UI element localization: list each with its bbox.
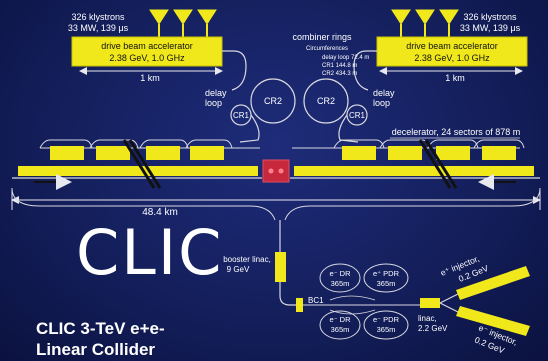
bc1-magnet	[296, 298, 303, 312]
left-delay-loop-label-1: delay	[205, 88, 227, 98]
total-length-label: 48.4 km	[142, 207, 178, 218]
decelerator-module	[482, 146, 516, 160]
left-accelerator-name: drive beam accelerator	[101, 41, 193, 51]
booster-label-1: booster linac,	[223, 255, 271, 264]
left-cr1-label: CR1	[233, 111, 250, 120]
e-minus-dr-lower-label: e⁻ DR	[329, 315, 351, 324]
combiner-line-2: CR1 144.8 m	[322, 63, 357, 69]
decelerator-module	[50, 146, 84, 160]
klystron-icon	[197, 9, 217, 25]
e-minus-dr-lower-ring	[319, 310, 361, 340]
decelerator-module	[342, 146, 376, 160]
klystron-icon	[173, 9, 193, 25]
e-plus-injector	[456, 266, 530, 300]
clic-logo-text: CLIC	[76, 216, 224, 289]
left-drive-beam-complex: 326 klystrons 33 MW, 139 μs drive beam a…	[68, 9, 296, 143]
right-klystron-count: 326 klystrons	[463, 12, 517, 22]
e-minus-injector	[456, 306, 530, 336]
right-delay-loop-label-2: loop	[373, 98, 390, 108]
e-minus-pdr-length: 365m	[377, 325, 396, 334]
booster-label-2: 9 GeV	[227, 265, 250, 274]
combiner-line-3: CR2 434.3 m	[322, 71, 357, 77]
e-minus-dr-label: e⁻ DR	[329, 269, 351, 278]
left-klystron-count: 326 klystrons	[71, 12, 125, 22]
decelerator-module	[146, 146, 180, 160]
decelerator-module	[96, 146, 130, 160]
left-transfer-line	[222, 50, 247, 91]
left-delay-loop-label-2: loop	[205, 98, 222, 108]
e-plus-pdr-length: 365m	[377, 279, 396, 288]
left-klystron-power: 33 MW, 139 μs	[68, 23, 129, 33]
right-drive-beam-accelerator	[376, 36, 528, 67]
right-transfer-line	[353, 50, 377, 91]
caption-line-2: Linear Collider	[36, 340, 156, 359]
decelerator-module	[436, 146, 470, 160]
caption-line-1: CLIC 3-TeV e+e-	[36, 319, 165, 338]
e-plus-pdr-ring	[363, 263, 409, 293]
bc1-label: BC1	[308, 296, 324, 305]
left-decelerator-modules	[18, 139, 258, 190]
left-length-label: 1 km	[140, 73, 160, 83]
left-cr2-label: CR2	[264, 96, 282, 106]
left-cr2-ring	[250, 78, 296, 124]
right-drive-beam-complex: 326 klystrons 33 MW, 139 μs drive beam a…	[303, 9, 528, 143]
linac-label-1: linac,	[418, 314, 437, 323]
right-length-label: 1 km	[445, 73, 465, 83]
klystron-icon	[415, 9, 435, 25]
combiner-title: combiner rings	[292, 32, 352, 42]
e-minus-dr-length: 365m	[331, 279, 350, 288]
e-minus-pdr-label: e⁻ PDR	[373, 315, 400, 324]
e-plus-pdr-label: e⁺ PDR	[373, 269, 400, 278]
booster-linac	[275, 252, 286, 282]
decelerator-module	[190, 146, 224, 160]
right-cr1-label: CR1	[349, 111, 366, 120]
linac-2gev	[420, 298, 440, 308]
combiner-subtitle: Circumferences	[306, 46, 348, 52]
interaction-point	[262, 159, 290, 183]
combiner-line-1: delay loop 72.4 m	[322, 55, 369, 61]
left-accelerator-energy: 2.38 GeV, 1.0 GHz	[109, 53, 185, 63]
combiner-rings-legend: combiner rings Circumferences delay loop…	[292, 32, 369, 77]
right-cr2-ring	[303, 78, 349, 124]
decelerator-module	[388, 146, 422, 160]
e-minus-dr-lower-length: 365m	[331, 325, 350, 334]
right-decelerator-modules	[294, 139, 534, 190]
e-minus-dr-ring	[319, 263, 361, 293]
right-accelerator-energy: 2.38 GeV, 1.0 GHz	[414, 53, 490, 63]
linac-label-2: 2.2 GeV	[418, 324, 448, 333]
klystron-icon	[149, 9, 169, 25]
main-linac: decelerator, 24 sectors of 878 m	[12, 127, 540, 190]
decelerator-label: decelerator, 24 sectors of 878 m	[392, 127, 521, 137]
left-drive-beam-accelerator	[71, 36, 223, 67]
e-minus-pdr-ring	[363, 310, 409, 340]
right-klystron-icons	[391, 9, 459, 37]
left-klystron-icons	[149, 9, 217, 37]
right-cr2-label: CR2	[317, 96, 335, 106]
klystron-icon	[391, 9, 411, 25]
klystron-icon	[439, 9, 459, 25]
figure-caption: CLIC 3-TeV e+e- Linear Collider	[36, 318, 165, 360]
right-delay-loop-label-1: delay	[373, 88, 395, 98]
right-klystron-power: 33 MW, 139 μs	[460, 23, 521, 33]
right-accelerator-name: drive beam accelerator	[406, 41, 498, 51]
